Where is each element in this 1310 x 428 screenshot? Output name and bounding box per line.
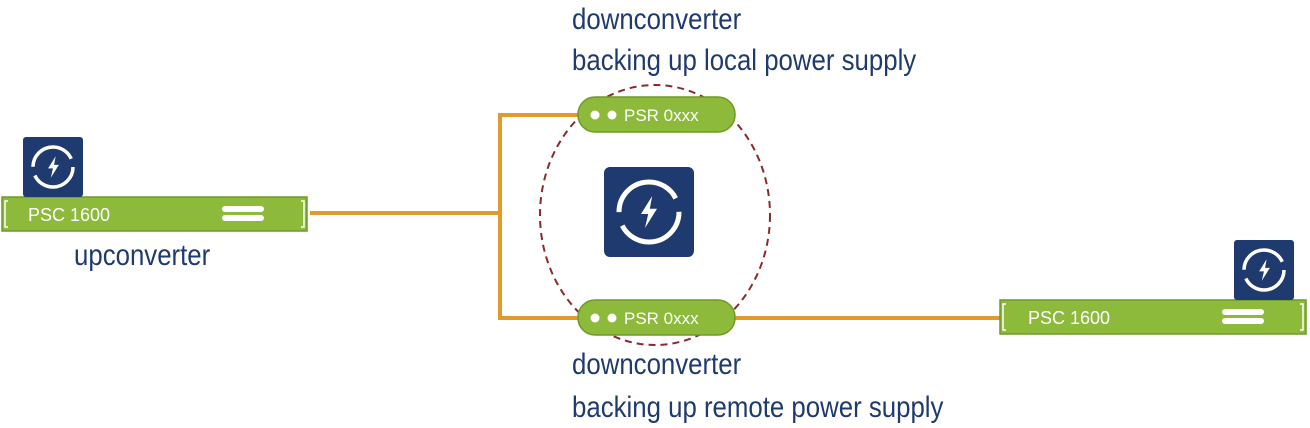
- psc-right-handle: [1222, 309, 1264, 315]
- caption-top-line2: backing up local power supply: [572, 44, 917, 77]
- psc-left-handle: [222, 206, 264, 212]
- psr-bottom-device[interactable]: PSR 0xxx: [577, 299, 736, 336]
- redundancy-circle: [539, 84, 771, 346]
- caption-bottom-line1: downconverter: [572, 348, 742, 381]
- status-led: [590, 110, 600, 120]
- psc-left-handle: [222, 215, 264, 221]
- caption-upconverter: upconverter: [74, 239, 211, 272]
- power-bolt-icon: [1234, 240, 1294, 300]
- status-led: [590, 313, 600, 323]
- status-led: [607, 313, 617, 323]
- psc-right-label: PSC 1600: [1028, 308, 1110, 328]
- psc-right-device[interactable]: PSC 1600: [999, 299, 1307, 335]
- psr-top-device[interactable]: PSR 0xxx: [577, 96, 736, 133]
- psc-right-handle: [1222, 318, 1264, 324]
- center-power-icon: [604, 167, 694, 257]
- caption-bottom-line2: backing up remote power supply: [572, 391, 944, 424]
- connection-to-psr-top: [498, 113, 578, 213]
- connection-to-psr-bottom: [498, 213, 578, 320]
- psc-left-device[interactable]: PSC 1600: [1, 196, 308, 232]
- psr-bottom-label: PSR 0xxx: [624, 309, 699, 328]
- psc-left-label: PSC 1600: [28, 205, 110, 225]
- status-led: [607, 110, 617, 120]
- caption-top-line1: downconverter: [572, 3, 742, 36]
- power-bolt-icon: [23, 137, 83, 197]
- connections: [310, 113, 1000, 320]
- psr-top-label: PSR 0xxx: [624, 106, 699, 125]
